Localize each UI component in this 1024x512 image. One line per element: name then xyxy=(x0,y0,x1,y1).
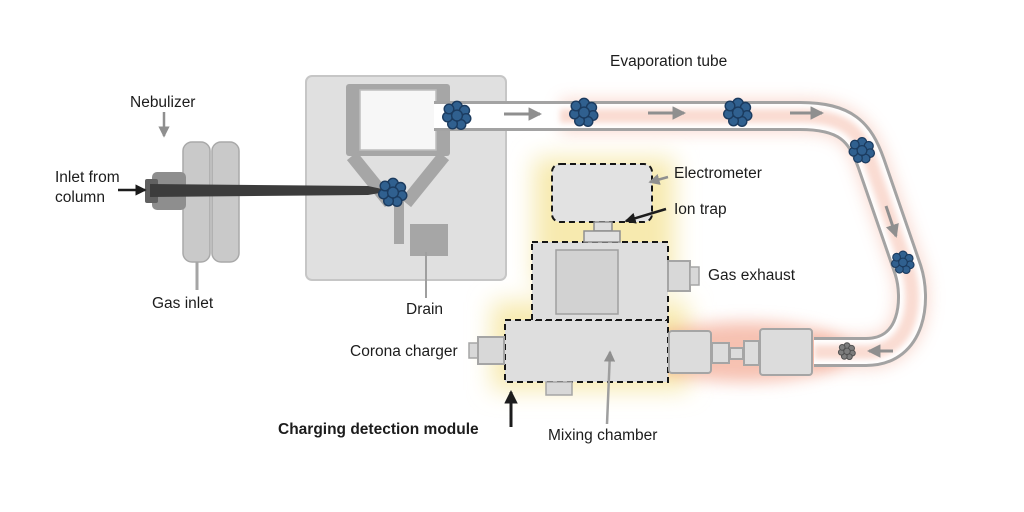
electrometer-box xyxy=(551,163,653,223)
label-charging-detection-module: Charging detection module xyxy=(278,421,479,438)
capillary-needle xyxy=(150,184,391,197)
spray-chamber xyxy=(305,75,507,281)
gas-exhaust-port xyxy=(667,260,691,292)
label-gas-inlet: Gas inlet xyxy=(152,295,214,312)
label-inlet-from-column: Inlet from column xyxy=(55,169,120,206)
label-electrometer: Electrometer xyxy=(674,165,762,182)
electrometer-pointer-arrow xyxy=(648,174,669,185)
ion-trap-box xyxy=(583,230,621,243)
label-drain: Drain xyxy=(406,301,444,318)
label-evaporation-tube: Evaporation tube xyxy=(610,53,728,70)
charging-detection-module-group xyxy=(468,163,700,396)
label-gas-exhaust: Gas exhaust xyxy=(708,267,796,284)
tube-fittings xyxy=(668,328,813,376)
label-corona-charger: Corona charger xyxy=(350,343,458,360)
corona-charger-port xyxy=(477,336,505,365)
mixing-chamber-box xyxy=(504,319,669,383)
label-pointers xyxy=(118,112,669,427)
label-ion-trap: Ion trap xyxy=(674,201,727,218)
flow-arrows xyxy=(504,106,899,358)
label-nebulizer: Nebulizer xyxy=(130,94,196,111)
mixing-chamber-pointer-arrow xyxy=(603,350,616,425)
label-mixing-chamber: Mixing chamber xyxy=(548,427,658,444)
drain-channel xyxy=(394,200,404,244)
flow-arrow xyxy=(884,205,899,238)
ion-trap-pointer-arrow xyxy=(624,207,667,224)
nebulizer-assembly xyxy=(145,141,391,263)
